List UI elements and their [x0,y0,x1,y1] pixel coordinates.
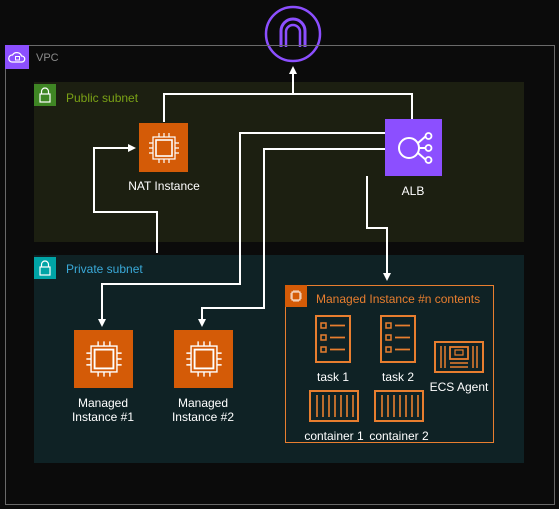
managed-instance-1-label: Managed Instance #1 [53,396,153,424]
ecs-agent-icon[interactable] [433,340,485,374]
managed-instance-1-label-line2: Instance #1 [71,410,135,424]
vpc-container [5,45,555,505]
alb-to-min-line [366,176,391,281]
load-balancer-icon[interactable] [385,119,442,176]
ecs-agent-label: ECS Agent [429,380,489,394]
managed-instance-2-label-line2: Instance #2 [171,410,235,424]
internet-gateway-icon [264,5,322,63]
managed-instance-1-label-line1: Managed [77,396,129,410]
alb-label: ALB [401,184,425,198]
public-subnet-label: Public subnet [66,91,139,105]
alb-to-mi1-line [98,132,385,327]
ec2-instance-icon [285,285,307,307]
managed-instance-n-label: Managed Instance #n contents [316,292,481,306]
managed-instance-n-group [285,285,494,443]
container-icon[interactable] [373,389,425,423]
vpc-cloud-icon [5,45,29,69]
vpc-label: VPC [36,52,59,64]
ecs-task-icon[interactable] [378,314,418,364]
managed-instance-1-icon[interactable] [74,330,133,388]
padlock-icon [34,84,56,106]
alb-to-mi2-line [198,148,385,327]
nat-instance-label: NAT Instance [128,179,200,193]
container-icon[interactable] [308,389,360,423]
managed-instance-2-icon[interactable] [174,330,233,388]
padlock-icon [34,257,56,279]
task-1-label: task 1 [316,370,349,384]
ecs-task-icon[interactable] [313,314,353,364]
container-1-label: container 1 [304,429,364,443]
managed-instance-2-label-line1: Managed [177,396,229,410]
container-2-label: container 2 [369,429,429,443]
managed-instance-2-label: Managed Instance #2 [153,396,253,424]
task-2-label: task 2 [381,370,414,384]
public-subnet [34,82,524,242]
nat-instance-icon[interactable] [139,123,188,172]
private-subnet-label: Private subnet [66,262,143,276]
private-to-nat-line [93,144,158,253]
